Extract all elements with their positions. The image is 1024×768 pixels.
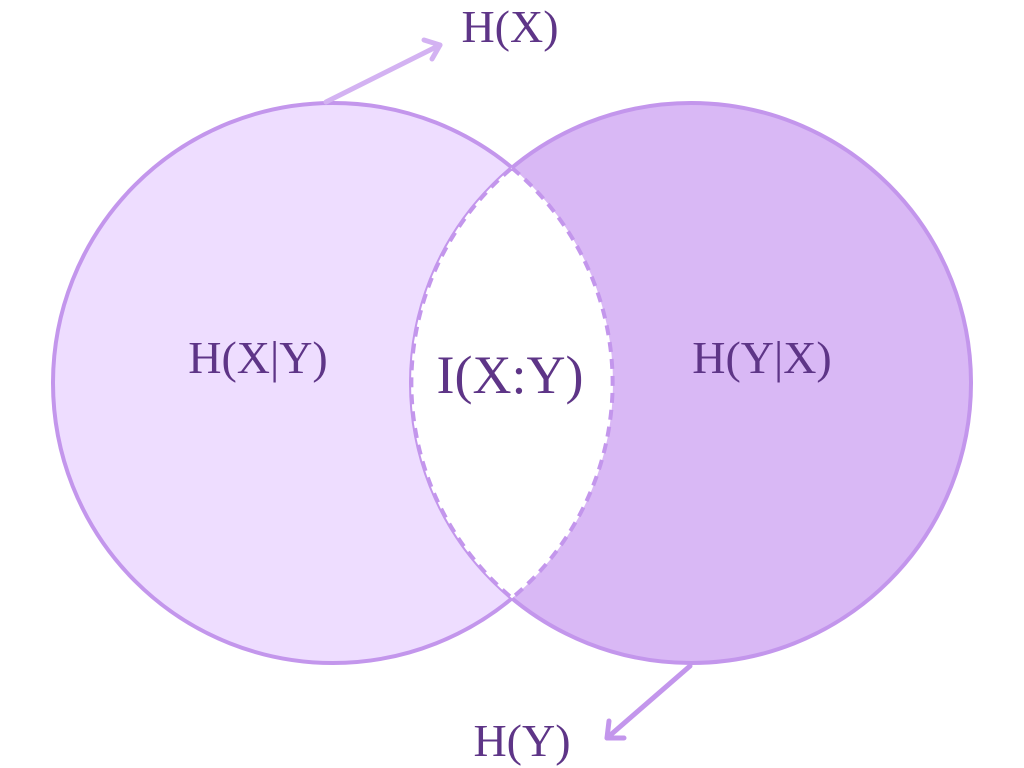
label-hy: H(Y) [473,715,570,766]
arrow-to-hy [604,663,693,741]
intersection-region [411,103,613,663]
label-hx-given-y: H(X|Y) [188,332,328,383]
label-hx: H(X) [461,1,558,52]
arrow-to-hx [323,37,443,105]
label-mutual-information: I(X:Y) [437,345,584,405]
label-hy-given-x: H(Y|X) [692,332,832,383]
intersection-outline [409,165,615,601]
